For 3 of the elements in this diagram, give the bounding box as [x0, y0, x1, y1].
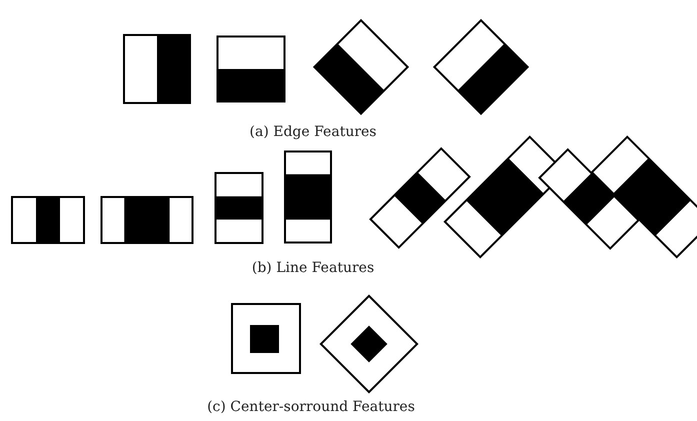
figure-caption: (c) Center-sorround Features: [207, 399, 415, 415]
figure-caption: (a) Edge Features: [250, 124, 376, 140]
figure-caption: (b) Line Features: [252, 260, 374, 276]
